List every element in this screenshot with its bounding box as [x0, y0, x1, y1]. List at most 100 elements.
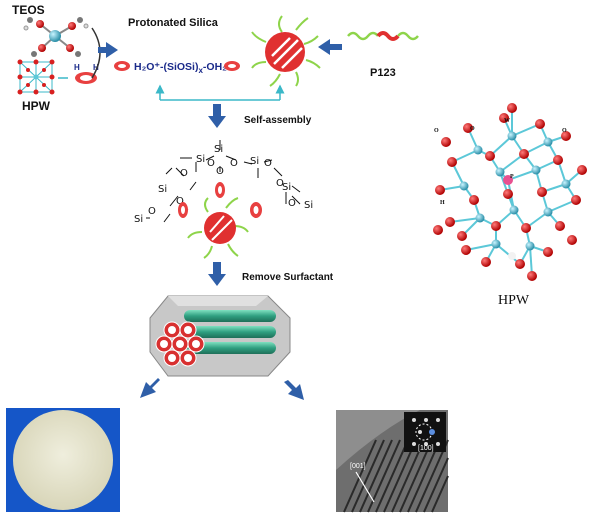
tungsten-atom — [459, 181, 469, 191]
hpw-small-label: HPW — [22, 99, 51, 113]
svg-text:O: O — [216, 166, 224, 177]
oxygen-atom — [535, 119, 545, 129]
oxygen-atom — [491, 221, 501, 231]
svg-text:Si: Si — [158, 184, 167, 195]
oxygen-atom — [567, 235, 577, 245]
remove-surfactant-label: Remove Surfactant — [242, 272, 334, 283]
oxygen-atom — [485, 151, 495, 161]
oxygen-atom — [447, 157, 457, 167]
oxygen-atom — [543, 247, 553, 257]
svg-text:O: O — [434, 128, 439, 134]
phosphorus-atom — [503, 175, 513, 185]
oxygen-atom — [515, 259, 525, 269]
oxygen-atom — [555, 221, 565, 231]
arrow-to-silica-icon — [98, 42, 118, 58]
svg-text:H: H — [74, 63, 80, 72]
micelle-top-icon — [251, 15, 321, 87]
ion-left-icon — [114, 61, 130, 71]
hpw-structure-label: HPW — [498, 293, 530, 308]
svg-text:[001]: [001] — [350, 463, 366, 470]
ion-right-icon — [224, 61, 240, 71]
svg-text:O: O — [148, 206, 156, 217]
svg-text:O: O — [264, 158, 272, 169]
oxygen-atom — [461, 245, 471, 255]
tungsten-atom — [491, 239, 501, 249]
svg-text:Si: Si — [196, 154, 205, 165]
oxygen-atom — [527, 271, 537, 281]
tungsten-atom — [543, 137, 553, 147]
oxygen-atom — [507, 103, 517, 113]
tungsten-atom — [495, 167, 505, 177]
tungsten-atom — [561, 179, 571, 189]
oxygen-atom — [519, 149, 529, 159]
protonated-silica-label: Protonated Silica — [128, 17, 219, 29]
tungsten-atom — [507, 131, 517, 141]
svg-text:Si: Si — [214, 144, 223, 155]
oxygen-atom — [561, 131, 571, 141]
svg-text:W: W — [504, 118, 510, 124]
oxygen-atom — [503, 189, 513, 199]
svg-text:O: O — [562, 128, 567, 134]
oxygen-atom — [553, 155, 563, 165]
svg-text:H: H — [440, 200, 445, 206]
oxygen-atom — [435, 185, 445, 195]
oxygen-atom — [469, 195, 479, 205]
down-arrow-remove-surfactant-icon — [208, 262, 226, 286]
hpw-cluster-small-icon — [17, 59, 55, 95]
arrow-from-p123-icon — [318, 39, 342, 55]
oxygen-atom — [577, 165, 587, 175]
oxygen-atom — [457, 231, 467, 241]
svg-text:Si: Si — [250, 156, 259, 167]
arrow-to-tem-icon — [284, 380, 304, 400]
tungsten-atom — [525, 241, 535, 251]
svg-text:Si: Si — [304, 200, 313, 211]
tungsten-atom — [509, 205, 519, 215]
svg-text:Si: Si — [282, 182, 291, 193]
tungsten-atom — [543, 207, 553, 217]
svg-text:O: O — [276, 178, 284, 189]
oxygen-atom — [463, 123, 473, 133]
network-ion-1-icon — [178, 202, 188, 218]
svg-text:[100]: [100] — [418, 445, 434, 452]
network-ion-3-icon — [250, 202, 262, 218]
arrow-to-disk-icon — [140, 378, 160, 398]
oxygen-atom — [433, 225, 443, 235]
mesoporous-channel-block — [149, 295, 291, 377]
svg-text:P: P — [510, 174, 514, 180]
disk-photo — [6, 408, 120, 512]
tungsten-atom — [531, 165, 541, 175]
oxygen-atom — [537, 187, 547, 197]
svg-text:O: O — [180, 168, 188, 179]
oxygen-atom — [521, 223, 531, 233]
tem-image: [100] [001] — [336, 410, 449, 513]
oxygen-atom — [499, 113, 509, 123]
p123-label: P123 — [370, 67, 396, 79]
svg-text:O: O — [207, 158, 215, 169]
hydrogen-atom — [508, 252, 516, 260]
teos-molecule-icon — [23, 17, 89, 57]
svg-text:O: O — [176, 196, 184, 207]
network-ion-2-icon — [215, 182, 225, 198]
proton-icon: H H — [58, 63, 99, 84]
svg-text:O: O — [230, 158, 238, 169]
micelle-network-icon — [187, 197, 249, 259]
oxygen-atom — [481, 257, 491, 267]
tungsten-atom — [473, 145, 483, 155]
assembly-bracket — [155, 84, 285, 101]
oxygen-atom — [445, 217, 455, 227]
svg-text:H: H — [93, 63, 99, 72]
tungsten-atom — [475, 213, 485, 223]
oxygen-atom — [571, 195, 581, 205]
svg-text:O: O — [288, 198, 296, 209]
self-assembly-label: Self-assembly — [244, 115, 312, 126]
down-arrow-self-assembly-icon — [208, 104, 226, 128]
oxygen-atom — [441, 137, 451, 147]
silica-formula: H₂O⁺-(SiOSi)x-OH₂⁺ — [134, 61, 233, 75]
teos-label: TEOS — [12, 3, 45, 17]
svg-text:Si: Si — [134, 214, 143, 225]
p123-polymer-icon — [347, 31, 419, 41]
hpw-keggin-molecule: O O W O P H — [433, 103, 587, 281]
svg-text:O: O — [470, 126, 475, 132]
